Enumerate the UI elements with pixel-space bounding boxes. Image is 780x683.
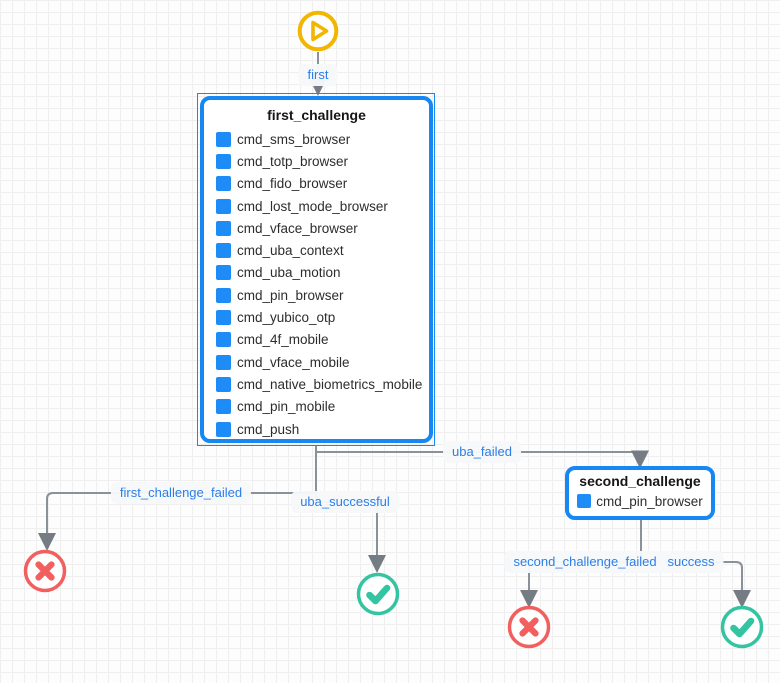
node-item: cmd_totp_browser (204, 150, 429, 172)
node-item: cmd_sms_browser (204, 128, 429, 150)
node-item: cmd_pin_browser (569, 490, 711, 512)
command-square-icon (216, 376, 231, 392)
success-check-icon (720, 605, 764, 649)
edge-first-challenge-failed[interactable] (38, 492, 316, 551)
node-item: cmd_vface_mobile (204, 351, 429, 373)
command-square-icon (216, 198, 231, 214)
start-play-icon (297, 10, 339, 52)
node-item-label: cmd_4f_mobile (237, 332, 329, 348)
node-item: cmd_uba_context (204, 239, 429, 261)
node-item: cmd_pin_mobile (204, 396, 429, 418)
node-item-label: cmd_push (237, 421, 300, 437)
node-item: cmd_pin_browser (204, 284, 429, 306)
end-node-failure-2[interactable] (506, 604, 552, 650)
command-square-icon (216, 310, 231, 326)
command-square-icon (216, 399, 231, 415)
node-item: cmd_4f_mobile (204, 329, 429, 351)
node-item-label: cmd_pin_browser (237, 287, 344, 303)
node-item-label: cmd_uba_context (237, 243, 344, 259)
command-square-icon (216, 287, 231, 303)
command-square-icon (216, 153, 231, 169)
command-square-icon (216, 243, 231, 259)
node-item: cmd_push (204, 418, 429, 440)
failure-x-icon (23, 549, 67, 593)
node-item-label: cmd_yubico_otp (237, 310, 336, 326)
node-item-label: cmd_native_biometrics_mobile (237, 376, 423, 392)
edge-label-first[interactable]: first (298, 64, 338, 86)
edge-label-first-challenge-failed[interactable]: first_challenge_failed (110, 482, 252, 504)
success-check-icon (356, 572, 400, 616)
node-item-label: cmd_lost_mode_browser (237, 198, 388, 214)
command-square-icon (216, 131, 231, 147)
node-item: cmd_lost_mode_browser (204, 195, 429, 217)
node-title: second_challenge (579, 473, 701, 489)
node-second-challenge[interactable]: second_challenge cmd_pin_browser (565, 466, 715, 520)
node-item: cmd_yubico_otp (204, 306, 429, 328)
node-item-label: cmd_pin_browser (596, 493, 703, 509)
command-square-icon (216, 265, 231, 281)
edge-label-success[interactable]: success (658, 551, 724, 573)
command-square-icon (216, 421, 231, 437)
node-title: first_challenge (267, 107, 366, 123)
node-first-challenge[interactable]: first_challenge cmd_sms_browser cmd_totp… (200, 96, 433, 443)
edge-label-second-challenge-failed[interactable]: second_challenge_failed (504, 551, 666, 573)
node-item-label: cmd_pin_mobile (237, 399, 336, 415)
command-square-icon (216, 332, 231, 348)
node-item-label: cmd_uba_motion (237, 265, 341, 281)
edge-label-uba-successful[interactable]: uba_successful (291, 491, 399, 513)
command-square-icon (216, 176, 231, 192)
edge-label-uba-failed[interactable]: uba_failed (443, 441, 521, 463)
node-item-list: cmd_sms_browser cmd_totp_browser cmd_fid… (204, 128, 429, 440)
command-square-icon (216, 220, 231, 236)
node-item-label: cmd_vface_mobile (237, 354, 350, 370)
end-node-success-1[interactable] (355, 571, 401, 617)
command-square-icon (577, 494, 592, 508)
node-item: cmd_native_biometrics_mobile (204, 373, 429, 395)
node-item: cmd_uba_motion (204, 262, 429, 284)
command-square-icon (216, 354, 231, 370)
node-item-label: cmd_totp_browser (237, 153, 349, 169)
end-node-success-2[interactable] (719, 604, 765, 650)
node-item-label: cmd_vface_browser (237, 220, 358, 236)
node-item: cmd_fido_browser (204, 173, 429, 195)
end-node-failure-1[interactable] (22, 548, 68, 594)
start-node[interactable] (295, 8, 341, 54)
failure-x-icon (507, 605, 551, 649)
node-item: cmd_vface_browser (204, 217, 429, 239)
edge-uba-failed[interactable] (316, 450, 649, 469)
node-item-label: cmd_sms_browser (237, 131, 351, 147)
node-item-list: cmd_pin_browser (569, 490, 711, 512)
node-item-label: cmd_fido_browser (237, 176, 348, 192)
